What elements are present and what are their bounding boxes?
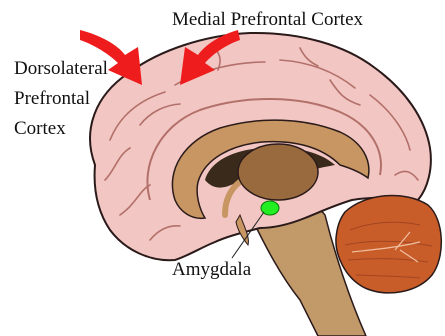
label-amygdala: Amygdala — [172, 259, 252, 280]
label-dorsolateral-line-2: Prefrontal — [14, 88, 90, 109]
label-dorsolateral-line-3: Cortex — [14, 118, 66, 139]
label-dorsolateral-line-1: Dorsolateral — [14, 58, 108, 79]
thalamus — [238, 144, 318, 200]
label-medial-prefrontal-cortex: Medial Prefrontal Cortex — [172, 9, 364, 30]
cerebellum — [336, 195, 441, 292]
